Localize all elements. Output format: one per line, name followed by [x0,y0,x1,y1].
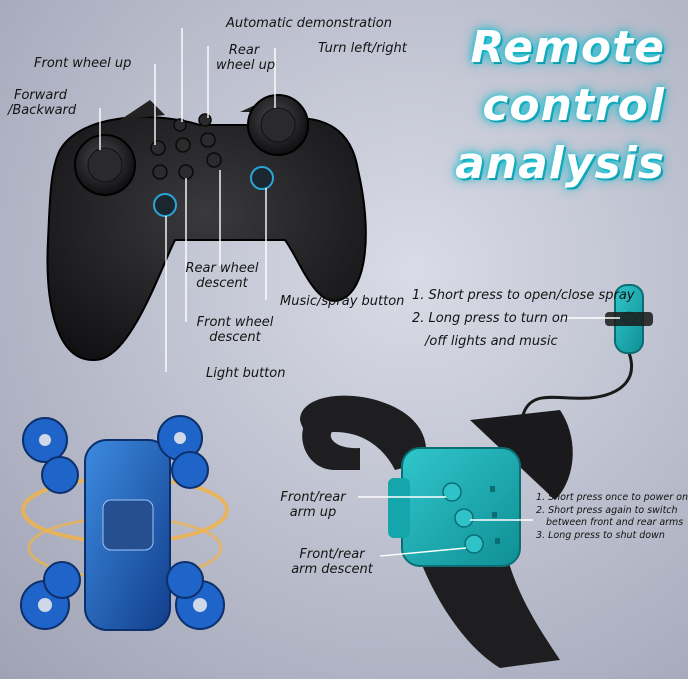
label-watch-note-2b: between front and rear arms [546,517,684,528]
label-front-rear-arm-up: Front/rear arm up [278,490,348,520]
label-turn-left-right: Turn left/right [318,41,407,56]
music-spray-button-graphic [250,166,274,190]
label-front-rear-arm-up-line2: arm up [289,505,337,520]
label-rear-wheel-descent-line2: descent [196,276,248,291]
title-line-3: analysis [455,138,665,189]
label-cable-remote-line2: 2. Long press to turn on [412,311,569,326]
gamepad-illustration [46,94,367,362]
label-front-wheel-descent: Front wheel descent [193,315,277,345]
controller-callout-lines [99,28,276,372]
title-line-2: control [482,80,665,131]
label-cable-remote-line1: 1. Short press to open/close spray [412,288,635,303]
light-button-graphic [153,193,177,217]
label-front-rear-arm-descent-line1: Front/rear [299,547,365,562]
title-line-1: Remote [470,22,665,73]
label-front-rear-arm-descent: Front/rear arm descent [290,547,374,577]
label-forward-backward-line2: /Backward [8,103,77,118]
label-cable-remote-line3: /off lights and music [425,334,558,349]
label-automatic-demonstration: Automatic demonstration [226,16,392,31]
label-forward-backward-line1: Forward [14,88,67,103]
stunt-car-illustration [20,415,229,631]
label-rear-wheel-descent-line1: Rear wheel [185,261,259,276]
label-front-rear-arm-descent-line2: arm descent [291,562,373,577]
label-forward-backward: Forward /Backward [8,88,76,118]
label-music-spray-button: Music/spray button [280,294,405,309]
label-watch-note-2a: 2. Short press again to switch [536,505,678,516]
label-rear-wheel-up: Rear wheel up [216,43,276,73]
label-front-wheel-descent-line1: Front wheel [196,315,274,330]
label-light-button: Light button [206,366,286,381]
wrist-remote-illustration [300,395,573,668]
watch-callout-lines [358,496,533,557]
label-watch-note-1: 1. Short press once to power on [536,492,688,503]
label-front-wheel-descent-line2: descent [209,330,261,345]
label-rear-wheel-descent: Rear wheel descent [184,261,260,291]
label-watch-note-3: 3. Long press to shut down [536,530,665,541]
label-rear-wheel-up-line2: wheel up [216,58,276,73]
label-front-rear-arm-up-line1: Front/rear [280,490,346,505]
label-rear-wheel-up-line1: Rear [228,43,260,58]
label-front-wheel-up: Front wheel up [34,56,132,71]
